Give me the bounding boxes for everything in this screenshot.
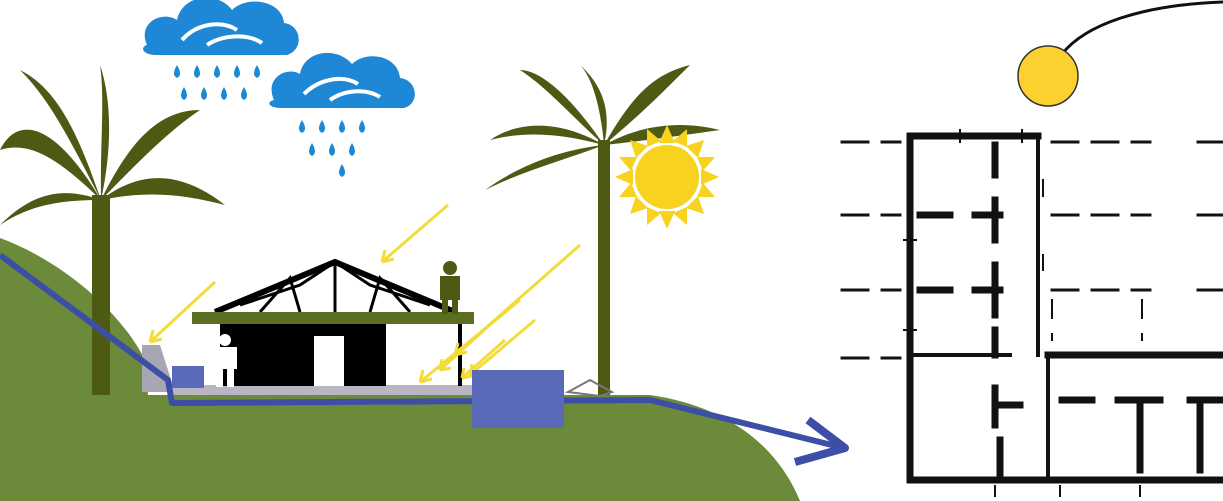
water-flow-line bbox=[0, 252, 841, 450]
palm-tree-right bbox=[485, 65, 720, 395]
sun-icon bbox=[1017, 45, 1079, 107]
arrow bbox=[468, 318, 536, 377]
rain-cloud-icon bbox=[143, 0, 299, 100]
sun-path-arc bbox=[1060, 0, 1223, 55]
sun-icon bbox=[615, 125, 719, 229]
house-door bbox=[314, 336, 344, 386]
hill bbox=[0, 238, 800, 501]
flow-arrow-head bbox=[793, 416, 849, 466]
palm-tree-left bbox=[0, 65, 225, 395]
left-panel bbox=[0, 0, 849, 501]
solar-arrows bbox=[148, 203, 581, 384]
ground-strip bbox=[170, 385, 480, 395]
house bbox=[192, 258, 474, 386]
arrow bbox=[438, 318, 497, 372]
water-tank bbox=[172, 366, 204, 388]
arrow bbox=[380, 203, 449, 264]
person-icon bbox=[213, 334, 237, 387]
arrow bbox=[460, 338, 506, 380]
floor-plan bbox=[840, 129, 1223, 497]
person-icon bbox=[440, 261, 460, 314]
arrow bbox=[148, 280, 217, 344]
rain-cloud-icon bbox=[269, 52, 415, 177]
right-panel bbox=[840, 0, 1223, 497]
roof-band bbox=[192, 312, 474, 324]
house-wall bbox=[220, 324, 382, 386]
water-tank bbox=[472, 370, 564, 428]
